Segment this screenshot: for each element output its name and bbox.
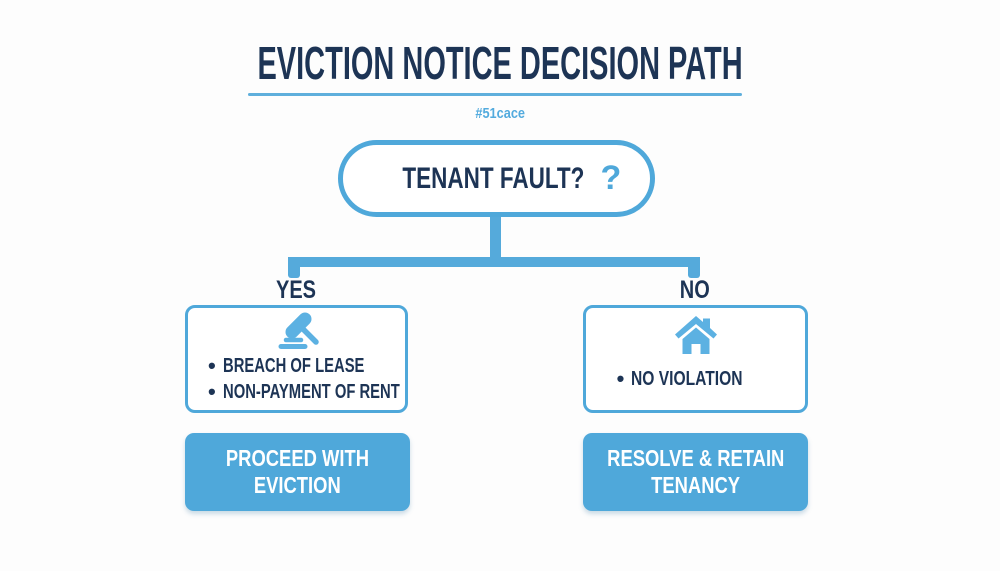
action-line: PROCEED WITH bbox=[225, 445, 370, 471]
decision-node-tenant-fault: TENANT FAULT? ? bbox=[338, 140, 655, 217]
branch-label-no: NO bbox=[679, 276, 710, 304]
condition-box-no: NO VIOLATION bbox=[583, 305, 808, 413]
branch-label-yes: YES bbox=[276, 276, 317, 304]
action-box-proceed-eviction: PROCEED WITH EVICTION bbox=[185, 433, 410, 511]
connector-stub-yes bbox=[288, 257, 300, 278]
action-line: RESOLVE & RETAIN bbox=[606, 445, 785, 471]
house-icon bbox=[674, 315, 718, 355]
decision-question-text: TENANT FAULT? bbox=[402, 161, 585, 195]
gavel-icon bbox=[274, 312, 320, 350]
condition-list-no: NO VIOLATION bbox=[617, 366, 775, 392]
color-code-label: #51cace bbox=[475, 105, 525, 122]
page-title: EVICTION NOTICE DECISION PATH bbox=[257, 37, 743, 89]
action-line: TENANCY bbox=[651, 472, 740, 498]
question-mark-icon: ? bbox=[600, 159, 622, 197]
condition-box-yes: BREACH OF LEASE NON-PAYMENT OF RENT bbox=[185, 305, 408, 413]
list-item: NO VIOLATION bbox=[617, 366, 775, 392]
list-item: BREACH OF LEASE bbox=[208, 353, 462, 379]
action-line: EVICTION bbox=[254, 472, 341, 498]
condition-list-yes: BREACH OF LEASE NON-PAYMENT OF RENT bbox=[208, 353, 462, 405]
connector-trunk bbox=[490, 215, 501, 262]
title-underline bbox=[248, 93, 742, 96]
action-box-resolve-retain: RESOLVE & RETAIN TENANCY bbox=[583, 433, 808, 511]
connector-horizontal bbox=[288, 257, 700, 267]
list-item: NON-PAYMENT OF RENT bbox=[208, 379, 462, 405]
connector-stub-no bbox=[688, 257, 700, 278]
